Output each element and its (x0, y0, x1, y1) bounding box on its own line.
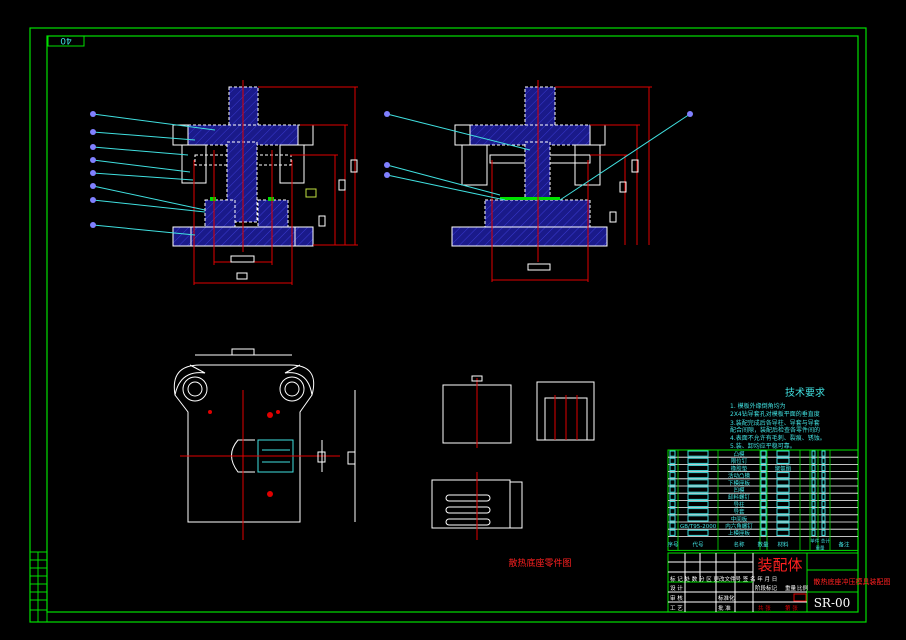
tech-req-line: 配合间隙，装配后检查各零件间的 (730, 426, 820, 434)
tech-req-line: 5.装、卸均应平稳可靠。 (730, 442, 796, 450)
header-name: 名称 (733, 540, 745, 548)
stage-label: 阶段标记 (755, 584, 778, 592)
part-name: 导柱 (733, 500, 745, 508)
role-process: 工 艺 (670, 605, 683, 612)
part-name: 活动凸模 (728, 472, 751, 480)
part-name: 上模座板 (728, 529, 751, 537)
header-code: 代号 (692, 540, 704, 548)
inner-border (46, 35, 859, 613)
revision-row: 标 记 处 数 分 区 更改文件号 签 名 年 月 日 (670, 575, 777, 583)
outer-border (29, 27, 867, 623)
approve-label: 批 准 (718, 604, 731, 612)
header-qty: 数量 (757, 540, 769, 548)
part-name: 内六角螺钉 (725, 522, 753, 530)
left-margin-table (29, 551, 48, 623)
role-design: 设 计 (670, 584, 683, 592)
tech-req-line: 1. 模板外缘倒角均为 (730, 402, 786, 410)
part-name: 中间板 (731, 515, 748, 523)
header-seq: 序号 (667, 540, 679, 548)
sheet-label-box: 40 (47, 35, 85, 47)
tech-req-line: 4.表面不允许有毛刺、裂痕、锈蚀。 (730, 434, 826, 442)
header-weight: 重量 (816, 544, 825, 551)
part-material: 聚氨酯 (775, 464, 792, 472)
sheets-label: 共 张 (758, 604, 771, 612)
tech-req-line: 3.装配完成后各导柱、导套与导套 (730, 419, 820, 427)
part-name: 卸料螺钉 (728, 493, 751, 501)
drawing-number: SR-00 (814, 596, 851, 610)
part-drawing-caption: 散热底座零件图 (508, 557, 571, 569)
drawing-type: 装配体 (757, 556, 802, 574)
drawing-title: 散热底座冲压模具装配图 (814, 577, 891, 586)
title-block: 装配体 散热底座冲压模具装配图 SR-00 标 记 处 数 分 区 更改文件号 … (667, 552, 891, 613)
assembly-section-view-right (384, 80, 693, 282)
tech-req-title: 技术要求 (785, 386, 825, 399)
weight-label: 重量 (785, 584, 797, 592)
part-name: 导套 (733, 508, 745, 516)
header-material: 材料 (777, 540, 789, 548)
assembly-section-view-left (90, 80, 358, 285)
header-unit-total: 单件 总计 (810, 537, 830, 544)
assembly-top-view (173, 348, 356, 540)
scale-label: 比例 (797, 584, 809, 592)
part-name: 凸模 (733, 450, 745, 458)
technical-requirements: 技术要求 1. 模板外缘倒角均为 2X4钻导套孔对模板平面的垂直度 3.装配完成… (730, 386, 826, 450)
header-remark: 备注 (838, 540, 850, 548)
part-name: 限位钉 (731, 457, 748, 465)
sheet-label: 40 (60, 35, 72, 45)
role-review: 审 核 (670, 594, 683, 602)
part-name: 凹模 (733, 486, 745, 494)
sheet-label: 第 张 (785, 604, 798, 612)
part-drawing-views (431, 375, 595, 540)
part-code: GB/T95-2000 (680, 524, 717, 530)
part-name: 下模座板 (728, 479, 751, 487)
standard-label: 标准化 (718, 594, 735, 602)
tech-req-line: 2X4钻导套孔对模板平面的垂直度 (730, 410, 820, 418)
part-name: 橡胶垫 (731, 464, 748, 472)
